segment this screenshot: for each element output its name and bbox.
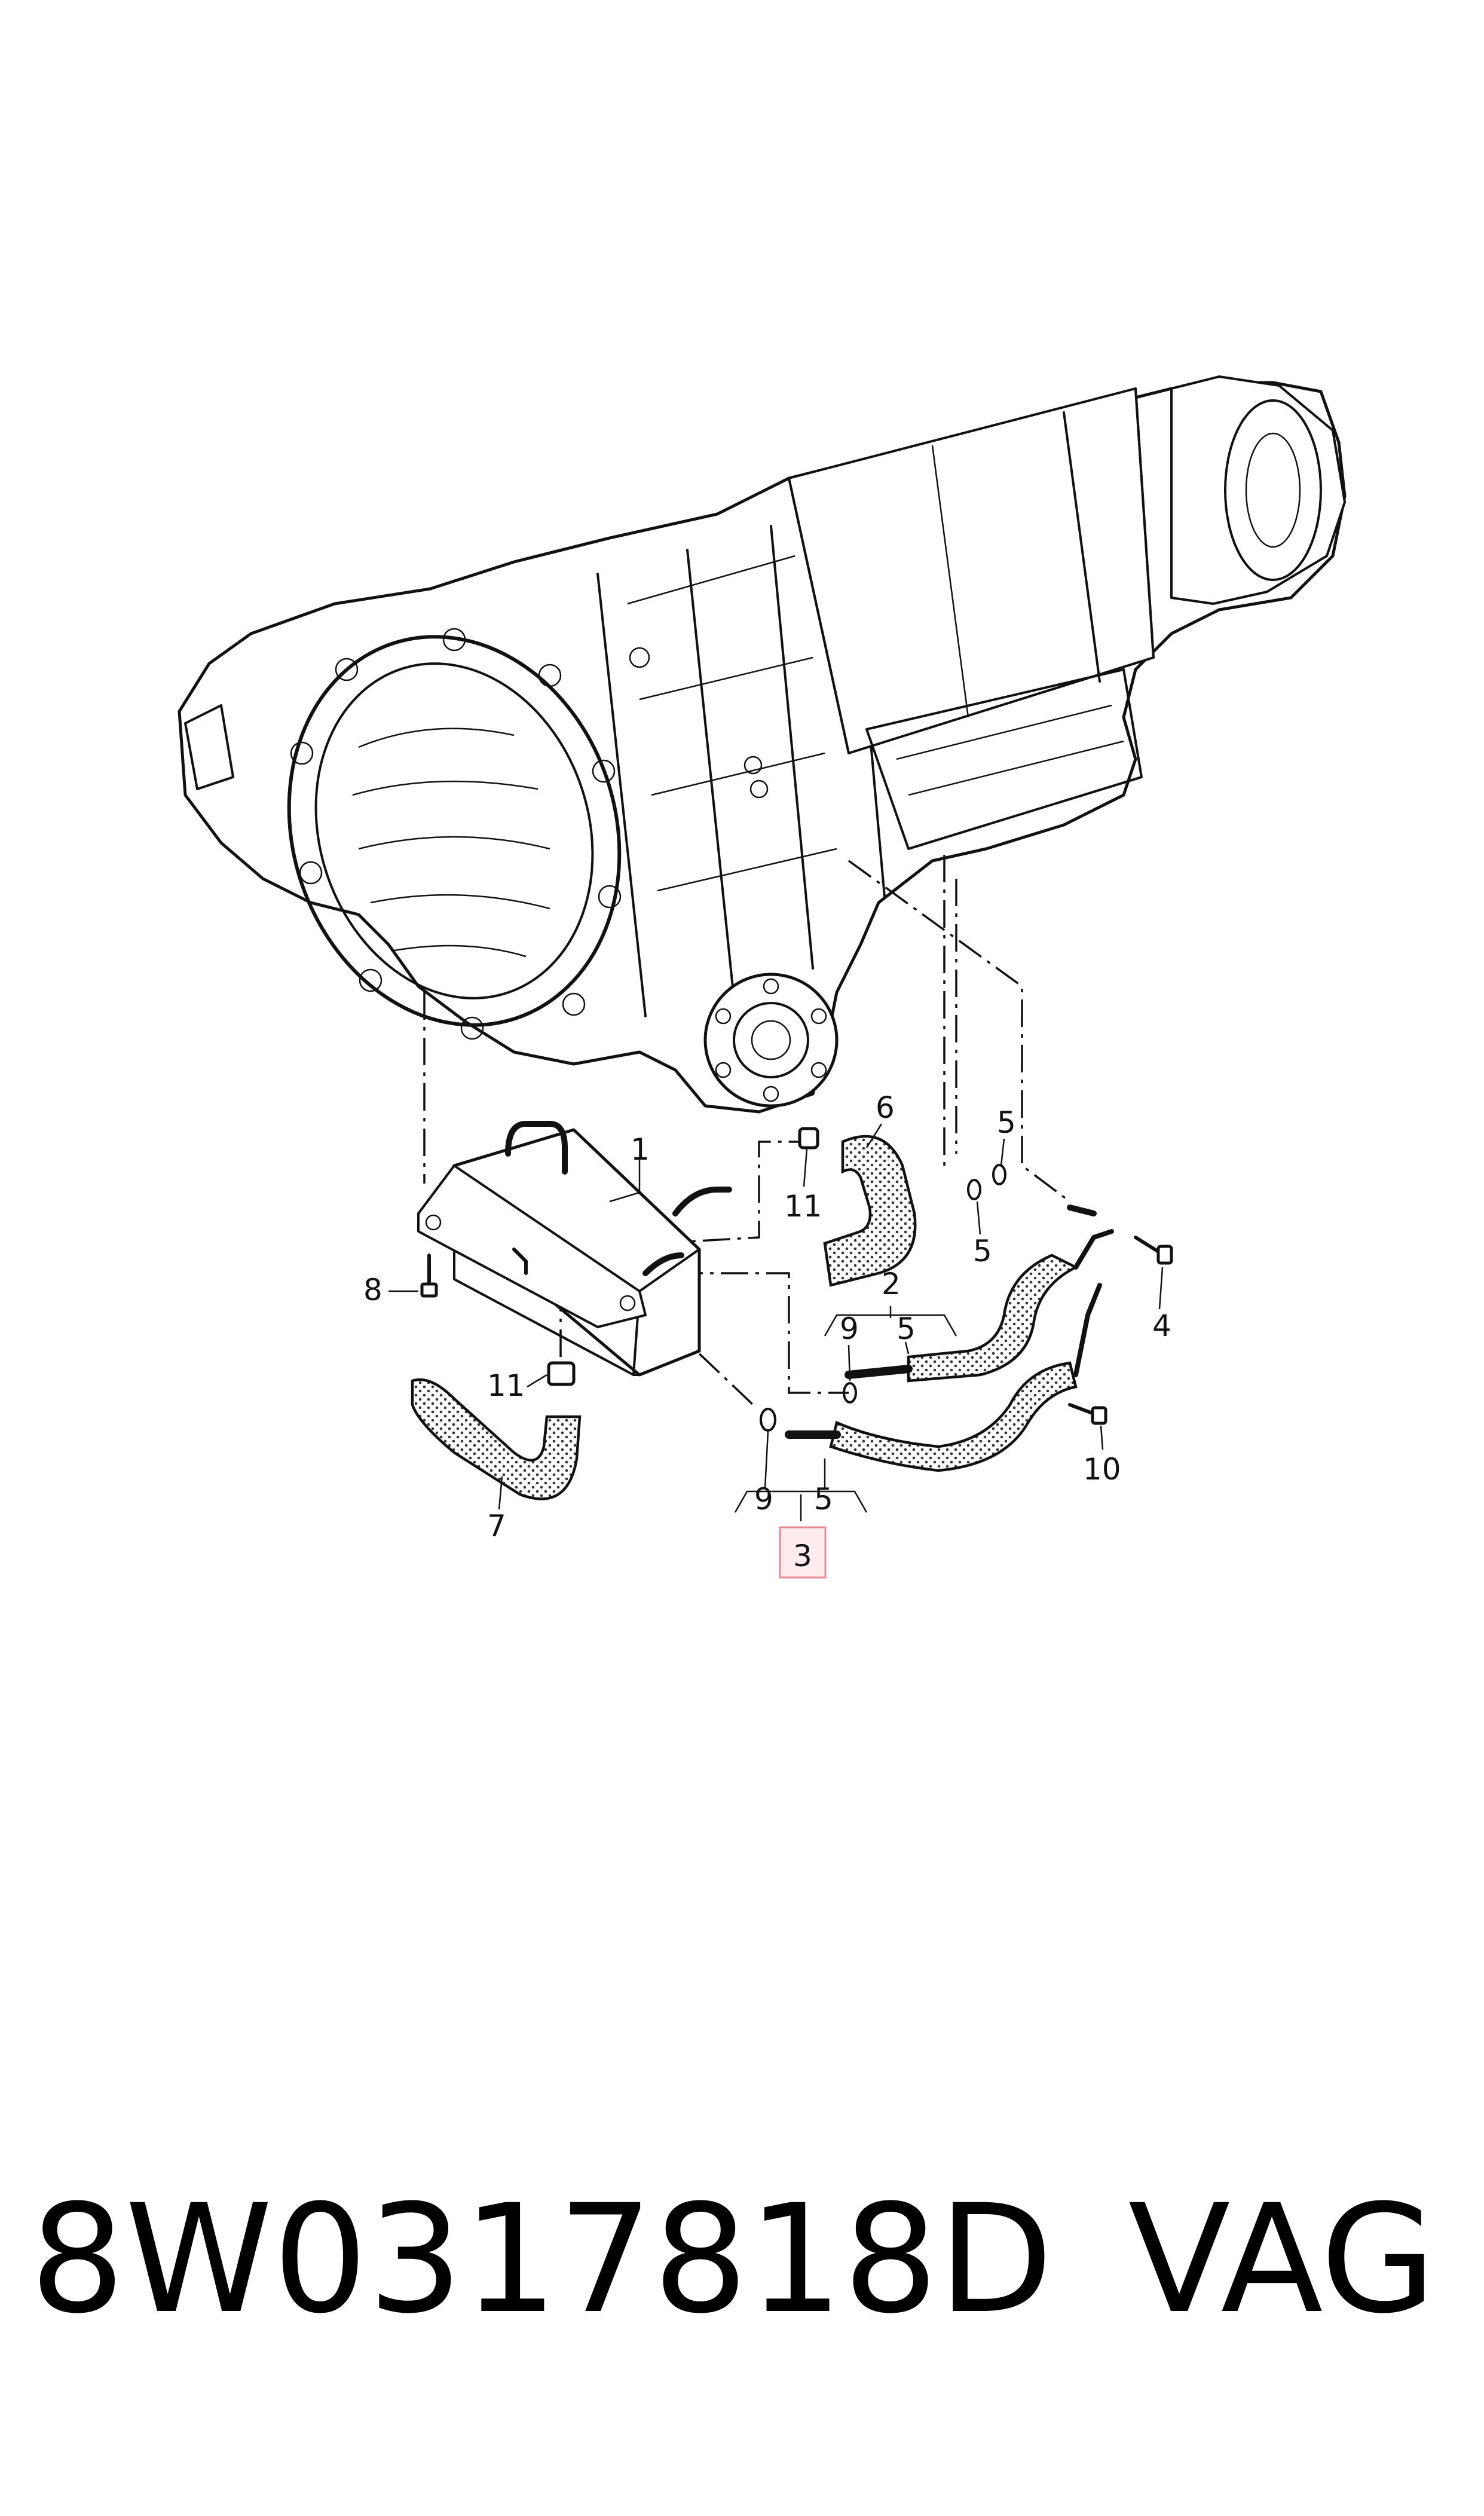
callout-11a: 11 bbox=[784, 1189, 822, 1224]
callout-5a: 5 bbox=[997, 1105, 1016, 1140]
callout-5b: 5 bbox=[973, 1234, 992, 1268]
callout-4: 4 bbox=[1152, 1309, 1171, 1343]
callout-1: 1 bbox=[631, 1132, 650, 1167]
callout-leaders bbox=[388, 1123, 1164, 1521]
footer: 8W0317818D VAG bbox=[0, 2176, 1484, 2343]
transmission-illustration bbox=[178, 375, 1347, 1114]
callout-11b: 11 bbox=[487, 1368, 525, 1403]
callout-8: 8 bbox=[363, 1273, 383, 1307]
callout-7: 7 bbox=[487, 1509, 506, 1543]
part-number: 8W0317818D bbox=[30, 2172, 1054, 2346]
callout-6: 6 bbox=[876, 1090, 895, 1125]
callout-labels: 1 2 3 4 5 5 5 5 6 7 8 9 9 10 11 11 bbox=[363, 1090, 1171, 1573]
hardware bbox=[420, 1127, 1173, 1432]
callout-9b: 9 bbox=[754, 1482, 773, 1517]
callout-5d: 5 bbox=[814, 1482, 833, 1517]
callout-5c: 5 bbox=[896, 1312, 916, 1346]
oil-cooler bbox=[417, 1121, 732, 1377]
callout-3: 3 bbox=[793, 1539, 812, 1573]
callout-10: 10 bbox=[1083, 1452, 1121, 1487]
hoses bbox=[411, 1135, 1114, 1500]
highlight-box bbox=[779, 1526, 827, 1579]
callout-2: 2 bbox=[882, 1267, 901, 1301]
brand-name: VAG bbox=[1128, 2172, 1436, 2346]
callout-9a: 9 bbox=[840, 1312, 859, 1346]
